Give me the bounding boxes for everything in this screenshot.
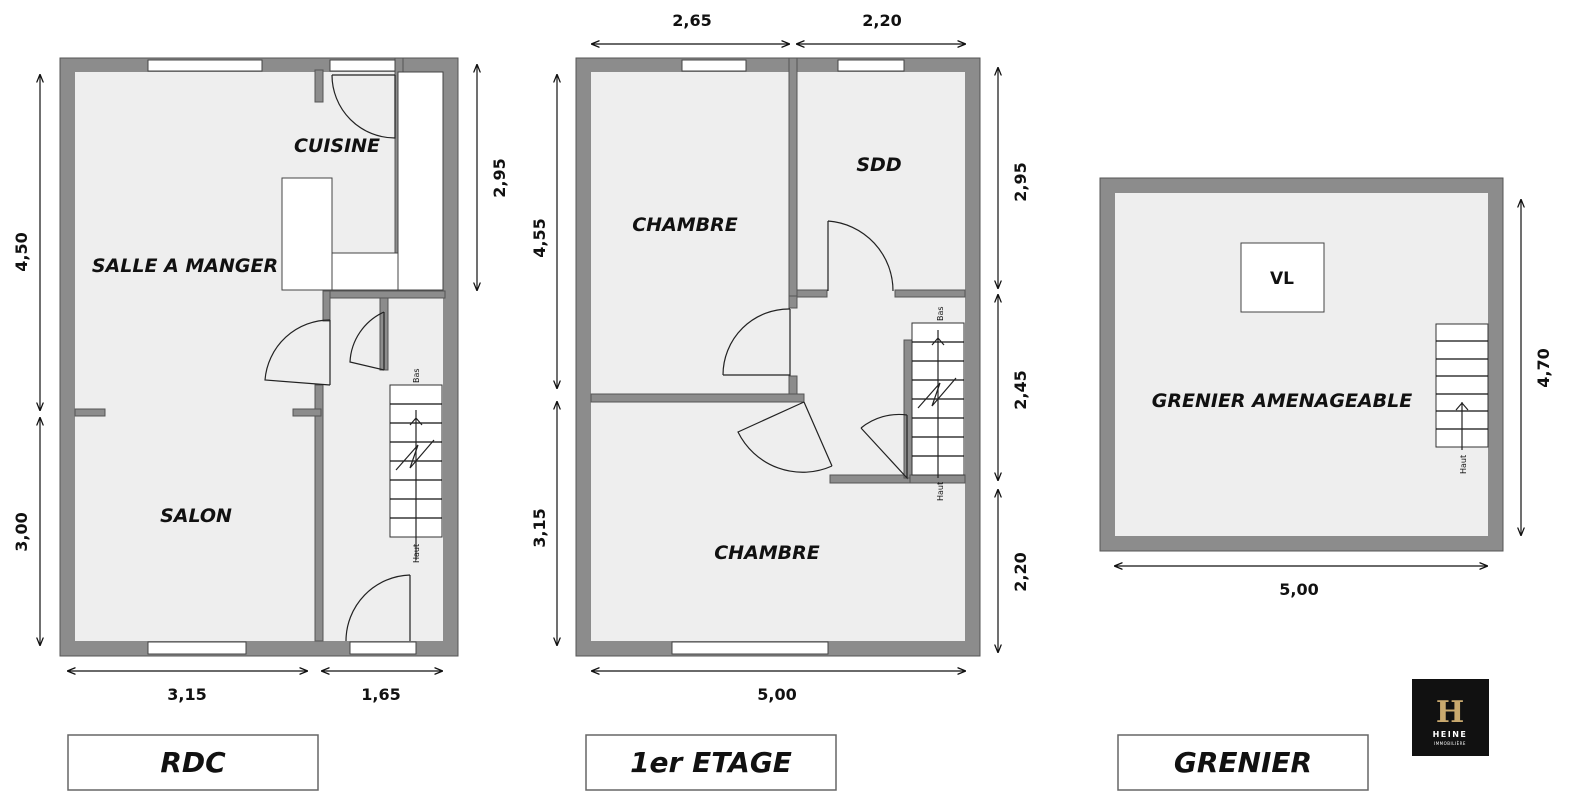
rdc-wall	[322, 290, 446, 299]
etage-room-sdd: SDD	[856, 154, 901, 176]
etage-dim-220: 2,20	[1011, 552, 1030, 591]
rdc-dim-315: 3,15	[167, 685, 206, 704]
grenier-stairs-haut: Haut	[1459, 455, 1468, 474]
rdc-dim-450: 4,50	[12, 232, 31, 271]
etage-door	[722, 308, 791, 376]
etage-stair-arrow	[931, 330, 945, 478]
etage-door	[737, 401, 833, 473]
rdc-dim-165: 1,65	[361, 685, 400, 704]
etage-wall	[903, 339, 913, 479]
rdc-window	[329, 59, 396, 72]
etage-stairs-bas: Bas	[936, 306, 945, 321]
rdc-window	[349, 641, 417, 655]
rdc-window	[147, 59, 263, 72]
rdc-door	[345, 574, 411, 642]
rdc-dim-295: 2,95	[490, 158, 509, 197]
etage-wall	[894, 289, 966, 298]
rdc-wall	[292, 408, 322, 417]
rdc-stairs	[389, 384, 443, 560]
etage-door	[860, 413, 908, 480]
rdc-room-salle-a-manger: SALLE A MANGER	[92, 255, 278, 277]
rdc-door	[349, 311, 385, 371]
etage-wall	[829, 474, 911, 484]
grenier-label-box	[1117, 734, 1369, 791]
logo-sub: IMMOBILIÈRE	[1434, 741, 1466, 746]
grenier-room-amenageable: GRENIER AMENAGEABLE	[1152, 390, 1412, 412]
rdc-window	[147, 641, 247, 655]
etage-dim-455: 4,55	[530, 218, 549, 257]
rdc-stairs-bas: Bas	[412, 368, 421, 383]
grenier-vl-label: VL	[1270, 269, 1294, 289]
grenier-dim-470: 4,70	[1534, 348, 1553, 387]
grenier-plan: VL Haut GRENIER AMENAGEABLE 4,70 5,00	[1099, 177, 1553, 599]
rdc-wall	[314, 69, 324, 103]
logo-background	[1412, 679, 1489, 756]
etage-dim-295: 2,95	[1011, 162, 1030, 201]
rdc-room-cuisine: CUISINE	[294, 135, 380, 157]
etage-label: 1er ETAGE	[630, 746, 792, 779]
rdc-stairs-haut: Haut	[412, 544, 421, 563]
etage-dim-265: 2,65	[672, 11, 711, 30]
rdc-wall	[74, 408, 106, 417]
etage-room-chambre-1: CHAMBRE	[632, 214, 738, 236]
rdc-kitchen-counter	[397, 71, 444, 291]
etage-window	[681, 59, 747, 72]
grenier-label: GRENIER	[1174, 746, 1312, 779]
logo-name: HEINE	[1433, 730, 1468, 739]
etage-plan: Bas Haut CHAMBRE SDD CHAMBRE 2,65 2,20 4…	[530, 11, 1030, 704]
rdc-plan: Bas Haut CUISINE SALLE A MANGER SALON 4,…	[12, 57, 509, 704]
etage-dim-220-top: 2,20	[862, 11, 901, 30]
etage-wall	[788, 57, 798, 297]
rdc-door	[331, 74, 396, 139]
etage-dim-245: 2,45	[1011, 370, 1030, 409]
etage-wall	[796, 289, 828, 298]
etage-stairs-haut: Haut	[936, 482, 945, 501]
grenier-vl-box	[1240, 242, 1325, 313]
etage-label-box	[585, 734, 837, 791]
etage-dim-315: 3,15	[530, 508, 549, 547]
logo-mark: H	[1436, 695, 1464, 730]
etage-wall	[590, 393, 805, 403]
rdc-wall	[322, 290, 331, 322]
heine-logo: H HEINE IMMOBILIÈRE	[1412, 679, 1489, 756]
etage-window	[671, 641, 829, 655]
etage-door	[827, 220, 894, 292]
etage-floor	[591, 72, 965, 641]
etage-window	[837, 59, 905, 72]
rdc-kitchen-counter	[331, 252, 399, 291]
rdc-room-salon: SALON	[160, 505, 232, 527]
rdc-label: RDC	[160, 746, 226, 779]
grenier-stair-arrow	[1455, 402, 1469, 450]
etage-dim-500: 5,00	[757, 685, 796, 704]
etage-room-chambre-2: CHAMBRE	[714, 542, 820, 564]
etage-stair-break	[917, 377, 957, 409]
rdc-wall	[314, 384, 324, 642]
rdc-dim-300: 3,00	[12, 512, 31, 551]
grenier-dim-500: 5,00	[1279, 580, 1318, 599]
grenier-stairs	[1435, 323, 1489, 450]
rdc-kitchen-island	[281, 177, 333, 291]
etage-wall	[788, 295, 798, 309]
rdc-door	[264, 319, 331, 386]
etage-stairs	[911, 322, 965, 478]
rdc-stair-break	[395, 439, 435, 471]
rdc-stair-arrow	[409, 410, 423, 560]
rdc-label-box	[67, 734, 319, 791]
